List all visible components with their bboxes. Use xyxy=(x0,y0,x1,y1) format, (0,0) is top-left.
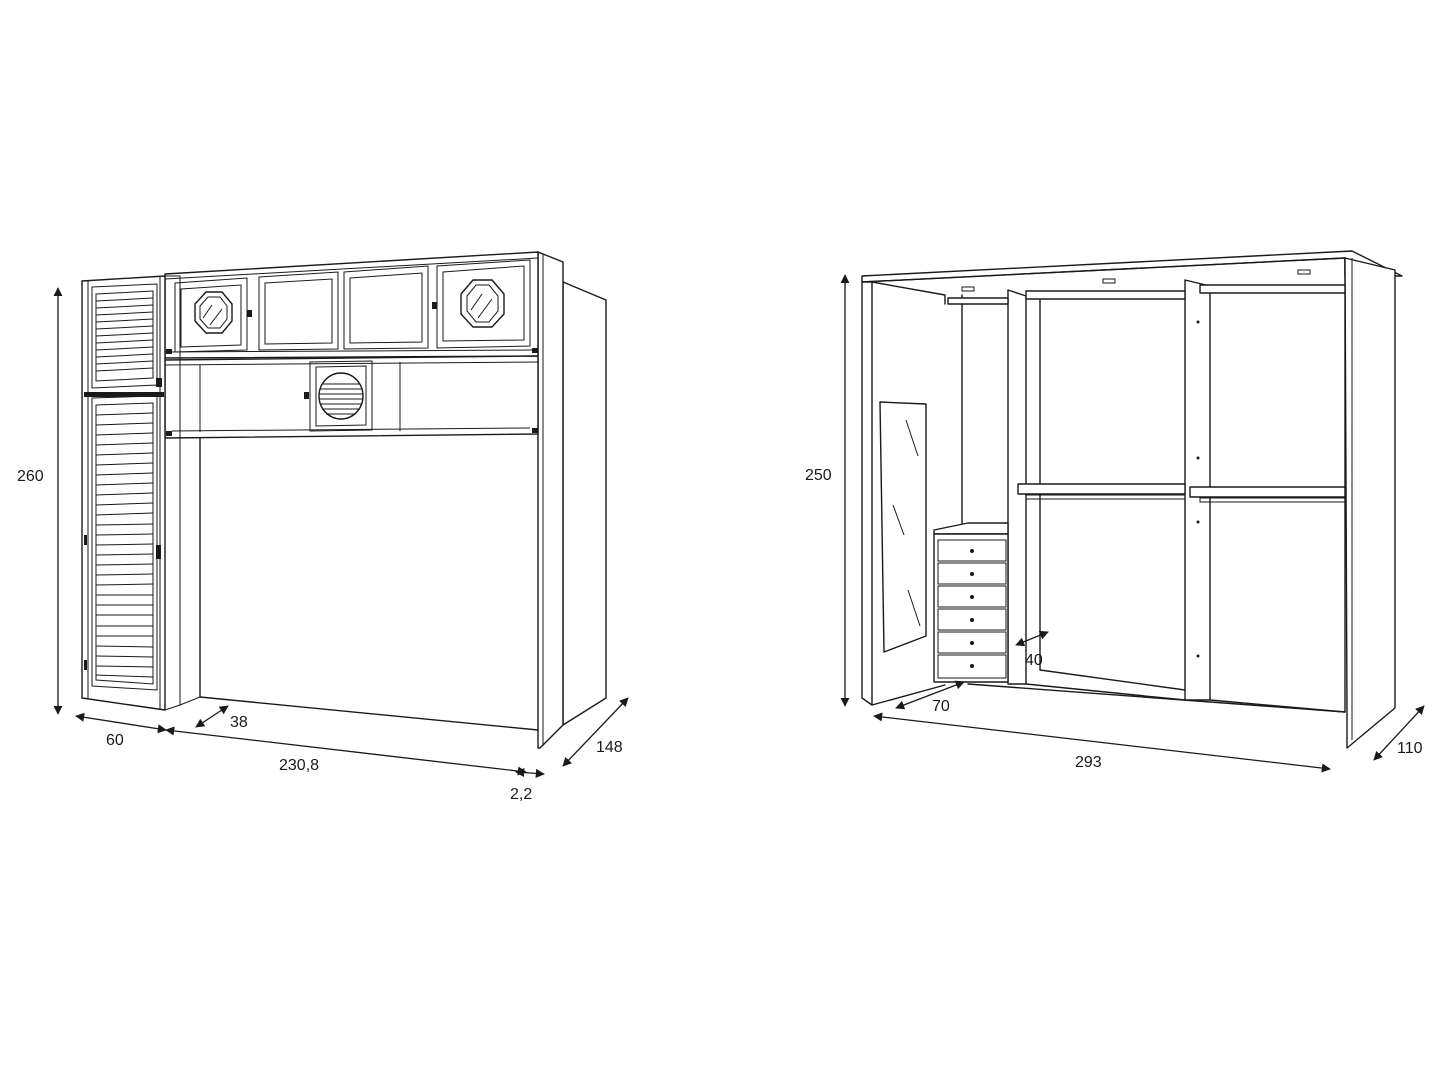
dim-side-width-label: 60 xyxy=(106,732,124,749)
left-dimensions: 260 60 230,8 38 2,2 148 xyxy=(17,287,629,803)
dim-arrow-inner-depth xyxy=(195,705,229,728)
hanging-rail-middle xyxy=(1017,483,1346,503)
ceiling-light xyxy=(961,286,975,292)
right-wardrobe xyxy=(861,250,1403,749)
louvered-door-bottom xyxy=(91,395,158,691)
dim-arrow-panel-thickness xyxy=(515,768,545,778)
column-divider xyxy=(84,392,164,397)
dim-arrow-drawer-gap xyxy=(1015,630,1049,647)
round-vent-grille xyxy=(318,372,364,420)
dim-arrow-side-width xyxy=(75,712,167,734)
door-handle xyxy=(156,378,162,387)
dim-arrow-drawer-depth xyxy=(895,680,965,710)
door-handle xyxy=(156,545,161,559)
open-left-door xyxy=(861,281,873,706)
dim-depth-left-label: 148 xyxy=(596,739,623,756)
dim-height-left-label: 260 xyxy=(17,468,44,485)
dim-inner-depth-label: 38 xyxy=(230,714,248,731)
right-side-panel xyxy=(1344,257,1396,749)
dim-arrow-depth-left xyxy=(562,697,629,767)
dim-depth-right-label: 110 xyxy=(1397,740,1423,757)
drawer-unit xyxy=(933,522,1009,683)
door-handle xyxy=(304,392,309,399)
dim-drawer-gap-label: 40 xyxy=(1025,652,1043,669)
porthole-window-left xyxy=(194,291,233,334)
dim-height-right-label: 250 xyxy=(805,467,832,484)
door-handle xyxy=(432,302,437,309)
open-bed-space xyxy=(199,437,539,731)
door-handle xyxy=(247,310,252,317)
dim-arrow-main-width xyxy=(165,726,527,776)
left-side-panel xyxy=(562,281,607,726)
dim-main-width-label: 230,8 xyxy=(279,757,319,774)
overhead-cabinet xyxy=(164,251,539,359)
right-dimensions: 250 293 70 40 110 xyxy=(805,274,1425,773)
hanging-rail-top xyxy=(947,284,1346,305)
dim-width-right-label: 293 xyxy=(1075,754,1102,771)
overhead-doors xyxy=(174,259,531,353)
dim-arrow-width-right xyxy=(873,712,1331,773)
left-wardrobe xyxy=(81,251,607,749)
dim-arrow-depth-right xyxy=(1373,705,1425,761)
porthole-window-right xyxy=(460,279,505,328)
door-mirror xyxy=(879,401,927,653)
ceiling-light xyxy=(1102,278,1116,284)
left-front-end-panel xyxy=(537,251,564,749)
dim-drawer-depth-label: 70 xyxy=(932,698,950,715)
dim-panel-thickness-label: 2,2 xyxy=(510,786,532,803)
ceiling-light xyxy=(1297,269,1311,275)
